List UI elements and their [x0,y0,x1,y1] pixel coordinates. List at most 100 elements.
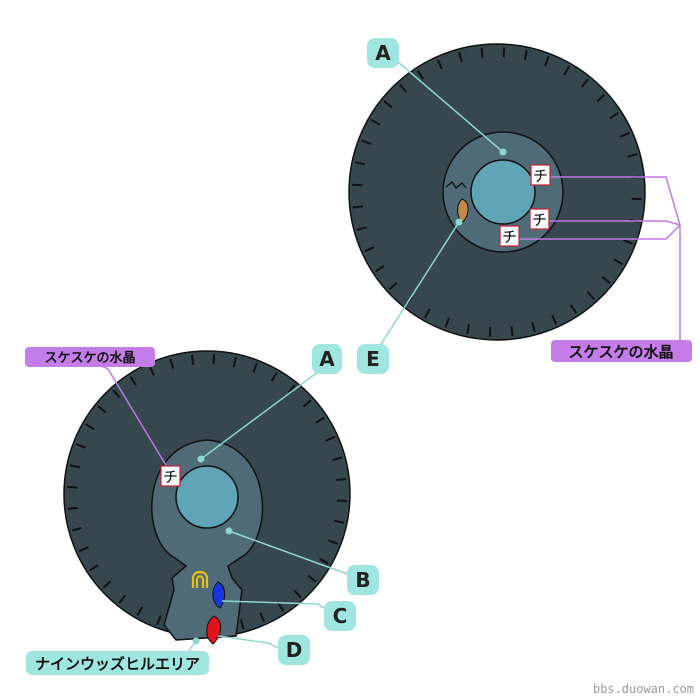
right-crystal-line-1 [548,176,681,345]
ring-tick [383,100,393,109]
ring-tick [212,354,215,365]
right-marker-1-label: チ [533,167,548,185]
ring-tick [325,435,336,442]
left-d-badge [278,635,310,665]
ring-tick [129,376,137,386]
ring-tick [480,47,484,58]
ring-tick [89,564,99,572]
ring-tick [531,322,536,333]
left-c-label: C [333,604,348,628]
ring-tick [293,589,302,599]
right-marker-1[interactable]: チ [530,164,551,186]
ring-tick [67,486,78,489]
ring-tick [75,443,86,449]
right-a-point [499,148,507,156]
right-crystal-label: スケスケの水晶 [568,343,673,361]
ring-tick [631,197,642,201]
ring-tick [544,56,550,67]
right-e-point [455,218,463,226]
ring-tick [356,226,367,231]
ring-tick [370,118,381,126]
left-marker[interactable]: チ [160,465,181,487]
ring-tick [136,606,144,616]
ring-tick [569,304,578,314]
ring-tick [319,557,329,565]
ring-tick [361,139,372,145]
ring-tick [601,275,611,284]
right-core [470,159,536,225]
ring-tick [169,358,175,369]
ring-tick [563,65,571,76]
left-d-label: D [286,638,303,662]
ring-tick [613,258,624,266]
ring-tick [619,131,630,138]
ring-tick [336,499,347,502]
ring-tick [112,389,121,399]
ring-tick [586,291,596,301]
right-e-label: E [366,347,380,371]
ring-tick [287,384,296,394]
right-marker-3[interactable]: チ [499,225,520,247]
ring-tick [333,519,345,524]
right-marker-2[interactable]: チ [529,208,550,230]
ring-tick [85,423,95,431]
right-a-label: A [375,41,391,65]
left-crystal-badge [25,347,155,367]
ring-tick [252,362,258,373]
ring-tick [102,580,112,589]
right-e-line [375,221,460,353]
ring-tick [458,51,463,62]
right-marker-2-label: チ [532,211,547,229]
left-area-point [192,637,200,645]
ring-tick [232,356,237,368]
left-marker-label: チ [163,468,178,486]
right-crystal-line-2 [548,220,681,226]
ring-tick [97,405,107,414]
left-a-badge [312,344,342,374]
left-map: A B C D チ スケスケの水晶 ナインウッズヒルエリア [25,344,379,675]
ring-tick [551,314,558,325]
left-b-label: B [355,568,370,592]
ring-tick [118,594,127,604]
red-item-icon [206,615,222,645]
ring-tick [375,264,385,273]
ring-tick [336,478,347,482]
ring-tick [277,602,285,612]
ring-tick [364,246,375,253]
right-crystal-badge [551,340,692,362]
left-area-label: ナインウッズヒルエリア [35,655,200,673]
ring-tick [622,239,633,245]
blue-item-icon [212,581,226,609]
ring-tick [436,59,443,70]
ring-tick [423,308,431,319]
ring-tick [71,526,82,532]
left-a-label: A [319,347,335,371]
ring-tick [596,93,606,103]
ring-tick [388,281,398,291]
ring-tick [67,506,78,510]
ring-tick [609,111,619,120]
ring-tick [332,456,343,462]
ring-tick [148,365,155,376]
ring-tick [354,161,366,166]
ring-tick [466,323,471,335]
left-b-point [225,527,233,535]
seed-icon [457,198,469,223]
left-c-badge [324,601,356,631]
right-e-badge [357,344,389,374]
watermark: bbs.duowan.com [592,682,694,696]
ring-tick [270,372,278,382]
left-a-point [197,455,205,463]
right-marker-3-label: チ [502,228,517,246]
ring-tick [191,354,195,365]
ring-tick [302,399,312,408]
right-map: A E チ チ チ スケスケの水晶 [348,38,692,374]
right-a-line [389,54,504,153]
ring-tick [239,619,245,630]
right-crack [445,181,467,189]
ring-tick [156,615,162,626]
ring-tick [502,47,506,58]
left-b-badge [347,565,379,595]
ring-tick [352,183,363,187]
